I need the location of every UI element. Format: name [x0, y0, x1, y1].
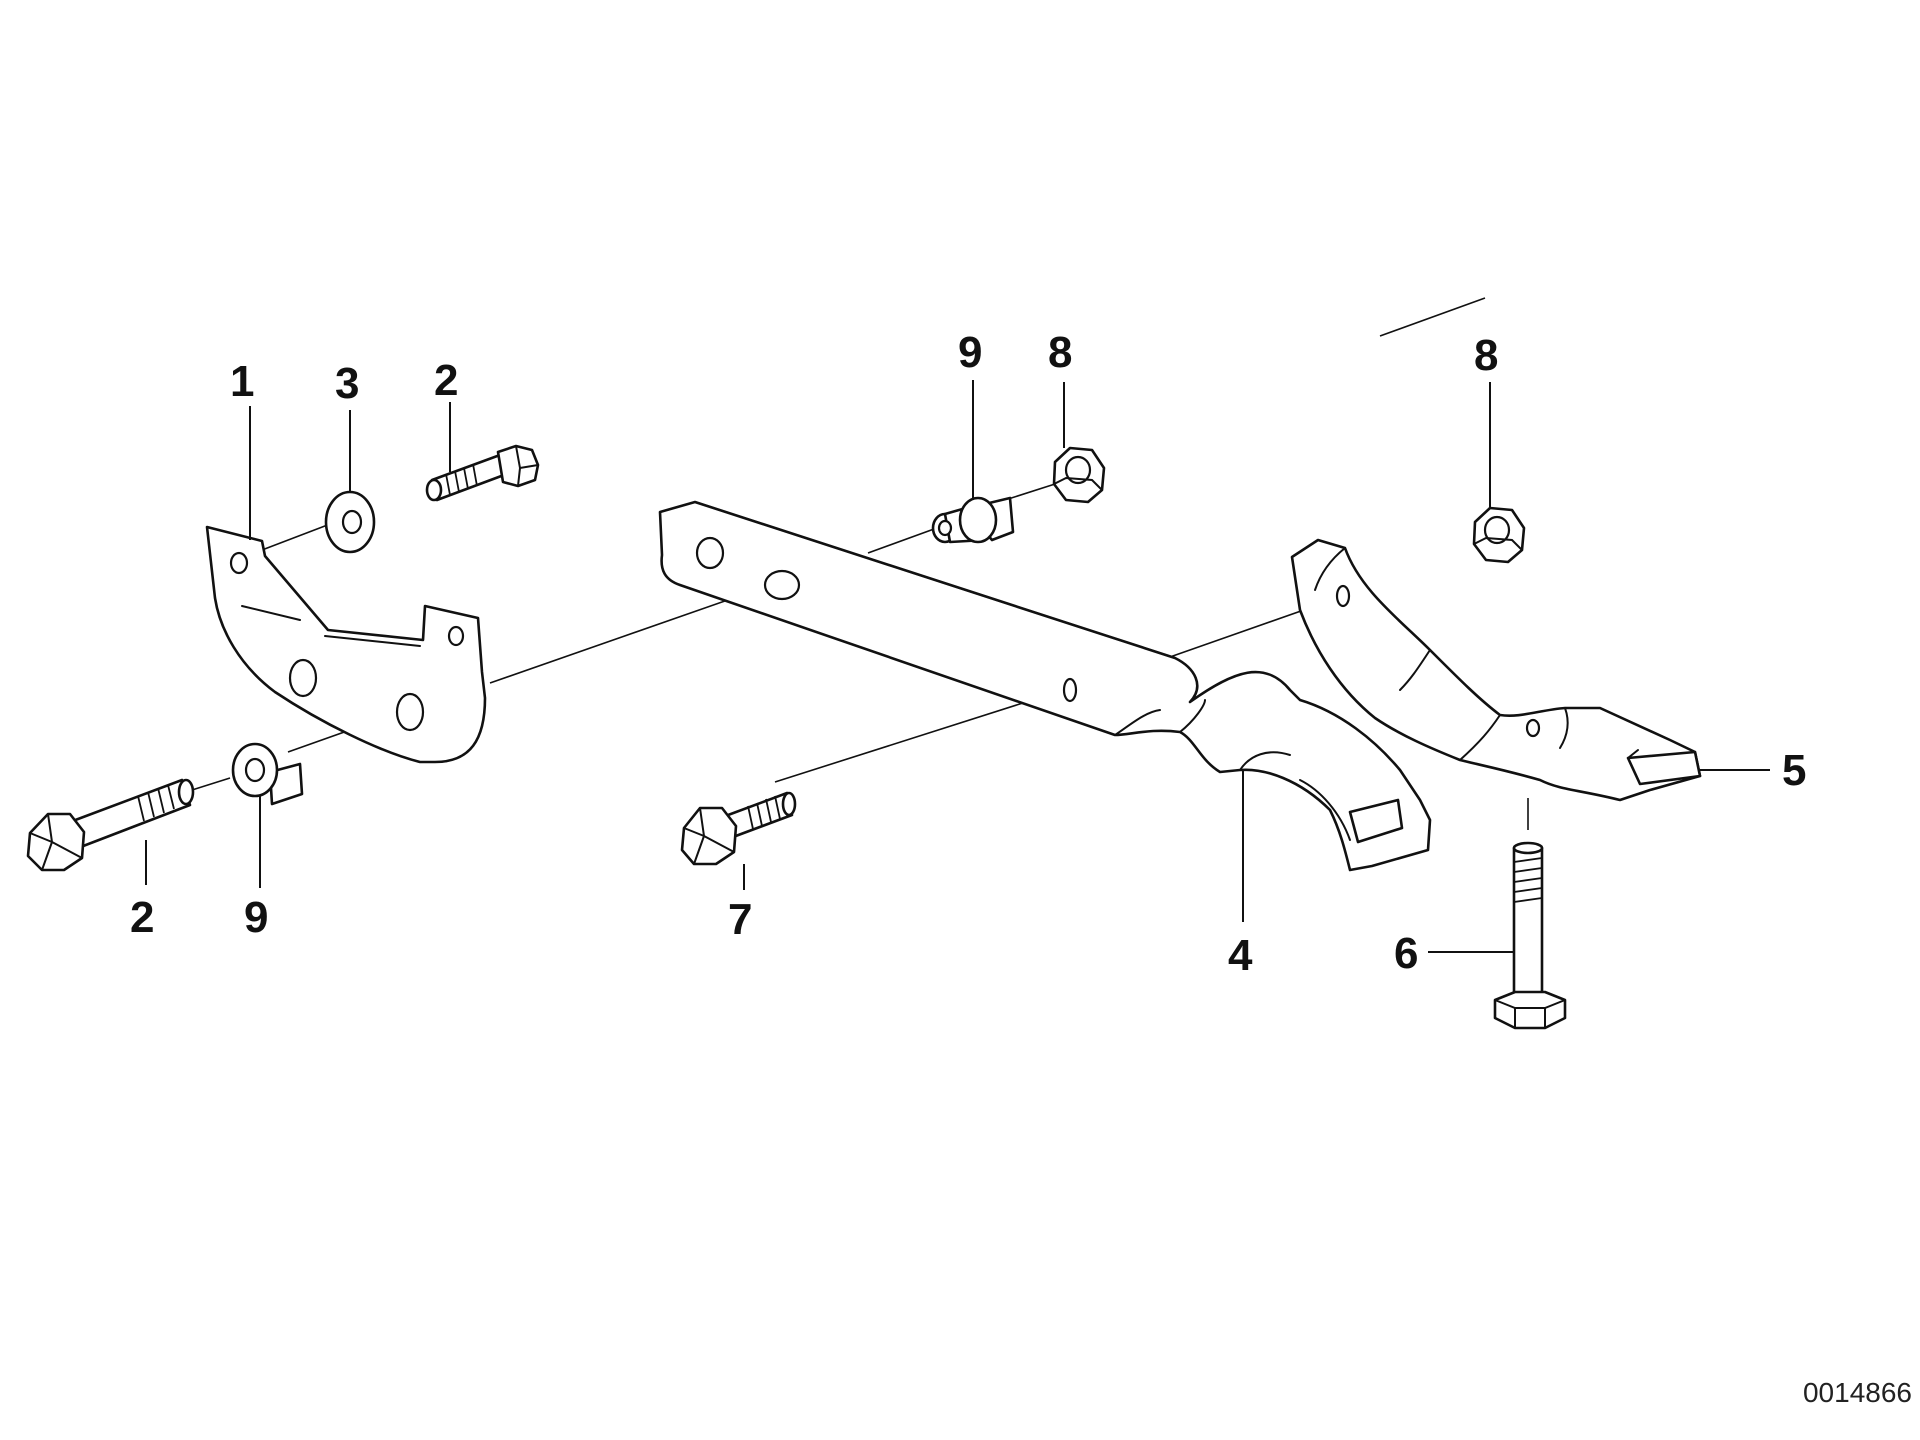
callout-8-center: 8	[1048, 328, 1072, 377]
callout-8-right: 8	[1474, 331, 1498, 380]
callout-4: 4	[1228, 931, 1253, 980]
callout-leaders	[145, 380, 1770, 953]
callout-6: 6	[1394, 929, 1418, 978]
callout-9-lower: 9	[244, 893, 268, 942]
bracket-plate-part-1	[205, 525, 487, 764]
bolt-part-2-upper	[425, 444, 540, 502]
bolt-part-6	[1493, 841, 1567, 1030]
callout-3: 3	[335, 359, 359, 408]
nut-part-8-center	[1052, 446, 1106, 504]
drawing-number: 0014866	[1803, 1377, 1912, 1408]
callout-9-upper: 9	[958, 328, 982, 377]
callout-labels: 1 3 2 2 9 9 8 8 7 4 6 5	[130, 328, 1806, 980]
bolt-part-2-lower	[26, 778, 195, 872]
callout-1: 1	[230, 357, 254, 406]
spacer-part-9-left	[231, 742, 304, 806]
support-strap-part-4	[658, 500, 1432, 872]
nut-part-8-right	[1472, 506, 1526, 564]
washer-part-3	[324, 490, 376, 554]
callout-7: 7	[728, 895, 752, 944]
callout-5: 5	[1782, 746, 1806, 795]
callout-2-lower: 2	[130, 893, 154, 942]
bolt-part-7	[680, 791, 797, 866]
spacer-part-9-center	[931, 496, 1015, 544]
callout-2-upper: 2	[434, 356, 458, 405]
support-strap-part-5	[1290, 538, 1702, 802]
